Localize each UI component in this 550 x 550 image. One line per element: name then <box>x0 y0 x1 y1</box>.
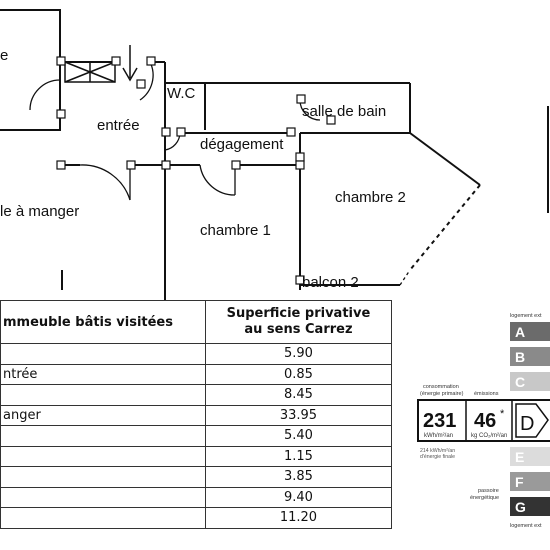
table-row: 5.90 <box>0 343 393 365</box>
doors <box>29 61 411 286</box>
rating-letter: D <box>520 413 534 435</box>
table-cell-room <box>0 466 206 488</box>
room-label-chambre-2: chambre 2 <box>335 189 406 206</box>
ventilation-shaft <box>64 61 116 83</box>
table-row: 8.45 <box>0 384 393 406</box>
emissions-unit: kg CO₂/m²/an <box>471 433 507 439</box>
consumption-label-line1: consommation <box>423 384 459 390</box>
energy-top-label: logement ext <box>510 313 542 319</box>
door-markers <box>56 56 336 285</box>
final-energy-line2: d'énergie finale <box>420 454 455 460</box>
table-row: 3.85 <box>0 466 393 488</box>
room-label-cuisine: e <box>0 47 9 64</box>
table-cell-surface: 33.95 <box>204 404 393 426</box>
table-header-rooms: mmeuble bâtis visitées <box>0 300 206 344</box>
table-cell-surface: 1.15 <box>204 445 393 467</box>
entrance-arrow-icon <box>122 45 138 82</box>
energy-class-e-letter: E <box>515 449 524 465</box>
room-label-salle-a-manger: le à manger <box>0 203 80 220</box>
table-header-surface-line1: Superficie privative <box>226 306 371 321</box>
table-cell-surface: 8.45 <box>204 384 393 406</box>
consumption-value: 231 <box>423 410 456 432</box>
table-row: 5.40 <box>0 425 393 447</box>
table-header-surface-line2: au sens Carrez <box>244 322 353 337</box>
table-cell-surface: 11.20 <box>204 507 393 529</box>
consumption-label-line2: (énergie primaire) <box>420 391 464 397</box>
energy-value-box <box>417 399 550 442</box>
table-cell-room <box>0 384 206 406</box>
room-label-chambre-1: chambre 1 <box>200 222 271 239</box>
table-cell-room: ntrée <box>0 363 206 385</box>
room-label-entree: entrée <box>97 117 140 134</box>
table-header-row: mmeuble bâtis visitées Superficie privat… <box>0 300 393 344</box>
energy-class-f-letter: F <box>515 474 524 490</box>
emissions-star: * <box>500 408 505 420</box>
emissions-value: 46 <box>474 410 496 432</box>
table-cell-room <box>0 486 206 508</box>
table-row: 1.15 <box>0 445 393 467</box>
passive-line1: passoire <box>478 488 499 494</box>
room-label-balcon-2: balcon 2 <box>302 274 359 291</box>
table-cell-room <box>0 425 206 447</box>
table-cell-room <box>0 343 206 365</box>
energy-class-c-bar <box>510 372 550 391</box>
room-label-wc: W.C <box>167 85 196 102</box>
table-cell-room <box>0 445 206 467</box>
room-label-degagement: dégagement <box>200 136 284 153</box>
floor-plan <box>0 9 549 300</box>
table-cell-surface: 5.90 <box>204 343 393 365</box>
walls <box>0 9 549 300</box>
table-row: 11.20 <box>0 507 393 529</box>
energy-class-g-letter: G <box>515 499 526 515</box>
surface-table: mmeuble bâtis visitées Superficie privat… <box>0 300 393 529</box>
energy-class-b-letter: B <box>515 349 525 365</box>
table-cell-surface: 3.85 <box>204 466 393 488</box>
final-energy-line1: 214 kWh/m²/an <box>420 448 455 454</box>
energy-bottom-label: logement ext <box>510 523 542 529</box>
passive-line2: énergétique <box>470 495 499 501</box>
energy-class-f-bar <box>510 472 550 491</box>
consumption-unit: kWh/m²/an <box>424 433 453 439</box>
table-cell-surface: 9.40 <box>204 486 393 508</box>
energy-class-c-letter: C <box>515 374 525 390</box>
table-cell-room <box>0 507 206 529</box>
rating-arrow <box>515 403 549 438</box>
table-cell-surface: 0.85 <box>204 363 393 385</box>
emissions-label: émissions <box>474 391 499 397</box>
table-cell-room: anger <box>0 404 206 426</box>
room-label-salle-de-bain: salle de bain <box>302 103 387 120</box>
energy-class-e-bar <box>510 447 550 466</box>
table-row: 9.40 <box>0 486 393 508</box>
energy-class-g-bar <box>510 497 550 516</box>
table-header-surface: Superficie privative au sens Carrez <box>204 300 393 344</box>
energy-class-a-letter: A <box>515 324 525 340</box>
table-cell-surface: 5.40 <box>204 425 393 447</box>
energy-class-a-bar <box>510 322 550 341</box>
energy-class-b-bar <box>510 347 550 366</box>
